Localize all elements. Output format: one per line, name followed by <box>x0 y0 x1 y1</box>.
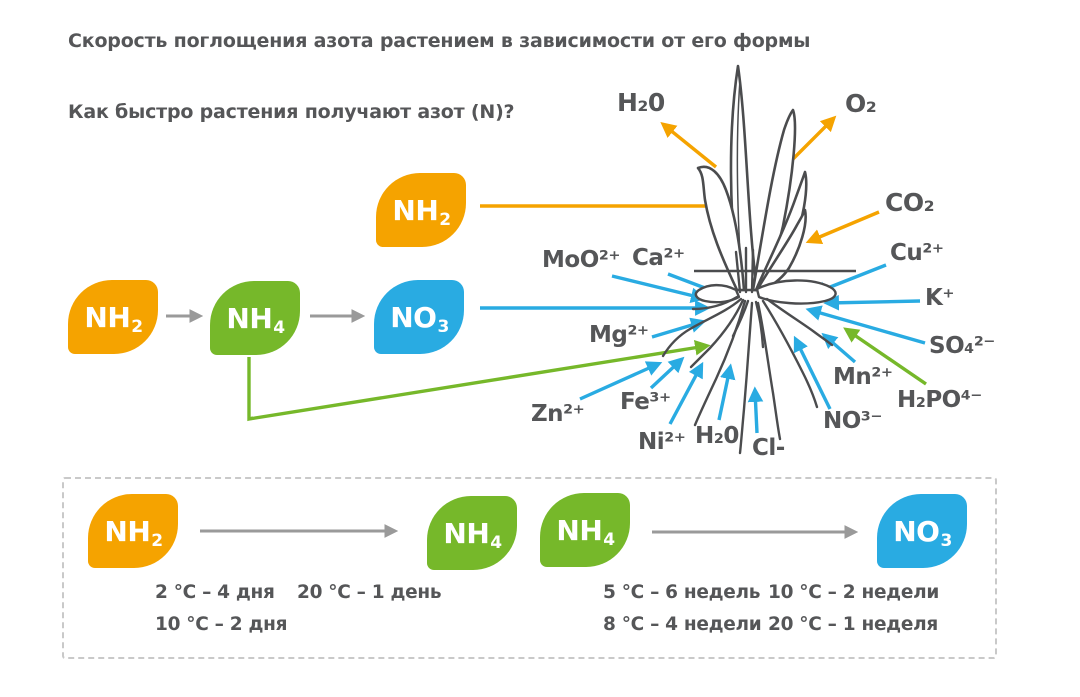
arrow-cl-to-root <box>747 386 764 434</box>
plant-sketch-icon <box>661 64 856 455</box>
label-zn: Zn²⁺ <box>531 401 585 427</box>
label-o2: O₂ <box>845 89 877 118</box>
label-ca: Ca²⁺ <box>632 245 685 271</box>
timing-nh4-8c: 8 °C – 4 недели <box>603 614 762 635</box>
label-h2o-root: H₂0 <box>695 423 739 449</box>
badge-label: NH <box>556 513 603 547</box>
badge-subscript: 4 <box>603 530 615 550</box>
kinetics-panel <box>62 477 997 659</box>
badge-label: NH <box>104 514 151 548</box>
badge-subscript: 4 <box>490 533 502 553</box>
green-elbow-line <box>247 357 254 422</box>
timing-nh4-10c: 10 °C – 2 недели <box>768 582 939 603</box>
badge-label: NH <box>226 301 273 335</box>
arrow-k-to-root <box>823 294 921 311</box>
timing-nh2-2c: 2 °C – 4 дня <box>155 582 275 603</box>
label-h2po4: H₂PO⁴⁻ <box>897 387 982 413</box>
label-h2o-top: H₂0 <box>617 88 665 117</box>
timing-nh4-20c: 20 °C – 1 неделя <box>768 614 938 635</box>
badge-subscript: 2 <box>151 531 163 551</box>
label-cl: Cl- <box>752 435 785 461</box>
arrow-mn-to-root <box>821 332 857 364</box>
gas-exchange-arrows <box>480 115 880 244</box>
arrow-fe-to-root <box>649 356 685 390</box>
arrow-h2po4-to-root <box>843 327 927 386</box>
arrow-so4-to-root <box>805 305 926 345</box>
arrow-ni-to-root <box>668 361 704 425</box>
arrow-co2-to-plant <box>805 210 880 244</box>
label-moo: MoO²⁺ <box>542 247 620 273</box>
timing-nh2-10c: 10 °C – 2 дня <box>155 614 288 635</box>
timing-nh2-20c: 20 °C – 1 день <box>297 582 442 603</box>
page-title: Скорость поглощения азота растением в за… <box>68 30 811 52</box>
arrow-plant-to-o2 <box>786 115 837 166</box>
label-k: K⁺ <box>925 285 954 311</box>
question-subtitle: Как быстро растения получают азот (N)? <box>68 101 515 123</box>
badge-subscript: 3 <box>940 531 952 551</box>
label-co2: CO₂ <box>885 188 935 217</box>
badge-subscript: 3 <box>437 317 449 337</box>
badge-label: NO <box>390 300 437 334</box>
arrow-moo-to-root <box>611 274 707 303</box>
arrow-no3-ion-to-root <box>793 335 832 410</box>
label-ni: Ni²⁺ <box>638 429 686 455</box>
arrow-nh4-to-root <box>248 340 711 421</box>
badge-label: NH <box>443 516 490 550</box>
badge-label: NO <box>893 514 940 548</box>
label-no3-ion: NO³⁻ <box>823 408 883 434</box>
badge-label: NH <box>392 193 439 227</box>
label-cu: Cu²⁺ <box>890 240 944 266</box>
label-fe: Fe³⁺ <box>620 389 671 415</box>
arrow-zn-to-root <box>579 361 663 401</box>
badge-subscript: 2 <box>439 210 451 230</box>
ammonium-pathway-arrows <box>247 327 927 422</box>
label-mn: Mn²⁺ <box>833 364 893 390</box>
arrow-mg-to-root <box>651 317 707 339</box>
arrow-h2o-to-root <box>717 363 736 421</box>
label-so4: SO₄²⁻ <box>929 333 995 359</box>
badge-subscript: 4 <box>273 318 285 338</box>
label-mg: Mg²⁺ <box>589 322 649 348</box>
badge-subscript: 2 <box>131 317 143 337</box>
arrow-plant-to-h2o <box>660 122 718 169</box>
timing-nh4-5c: 5 °C – 6 недель <box>603 582 761 603</box>
badge-label: NH <box>84 300 131 334</box>
conversion-arrows-gray <box>166 309 859 539</box>
